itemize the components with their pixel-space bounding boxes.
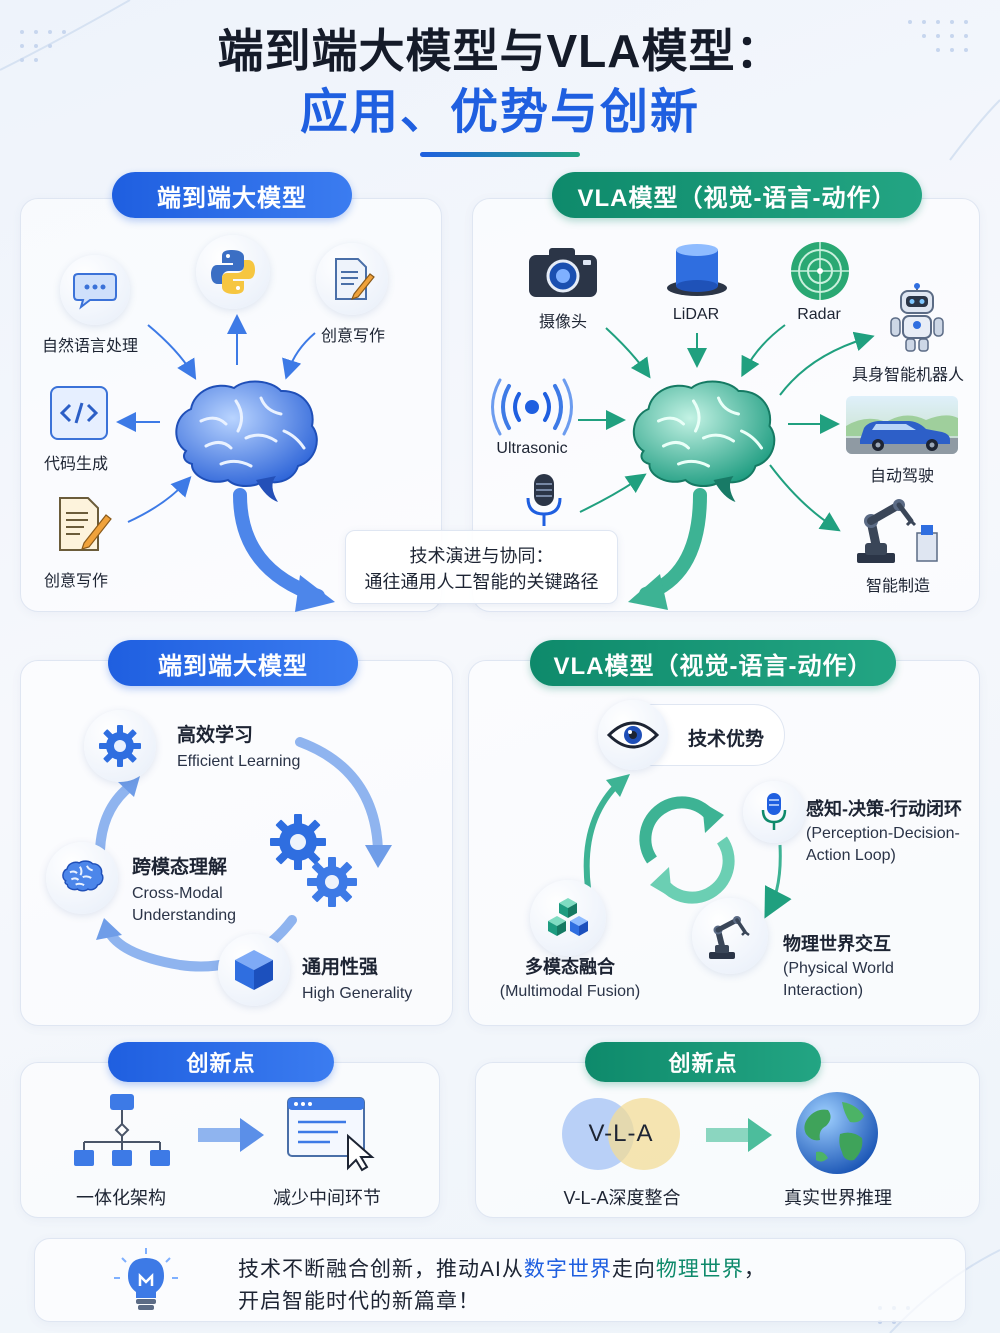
label-embodied-robot: 具身智能机器人	[851, 367, 965, 384]
gear-icon	[84, 710, 156, 782]
cubes-icon	[530, 880, 606, 956]
globe-icon	[794, 1090, 880, 1181]
python-logo-icon	[196, 235, 270, 309]
label-autonomous-driving: 自动驾驶	[869, 468, 935, 485]
title-line-2: 应用、优势与创新	[299, 86, 700, 139]
tech-advantage-label: 技术优势	[688, 729, 765, 750]
document-pen-icon	[56, 495, 116, 555]
label-real-world-reasoning: 真实世界推理	[784, 1188, 892, 1208]
code-icon	[50, 386, 108, 440]
header-vla-applications: VLA模型（视觉-语言-动作）	[552, 172, 922, 218]
label-smart-manufacturing: 智能制造	[865, 578, 931, 595]
label-creative-writing-bottom: 创意写作	[44, 573, 109, 590]
label-reduce-intermediate: 减少中间环节	[273, 1188, 381, 1208]
robot-arm-icon	[855, 495, 940, 570]
footer-part-3: ，	[743, 1258, 766, 1281]
physical-interaction-subtitle-1: (Physical World	[783, 960, 894, 977]
advantage-high-generality: 通用性强 High Generality	[302, 952, 412, 1005]
header-e2e-advantages: 端到端大模型	[108, 640, 358, 686]
center-evolution-box: 技术演进与协同： 通往通用人工智能的关键路径	[345, 530, 618, 604]
perception-loop-subtitle-1: (Perception-Decision-	[806, 825, 960, 842]
multimodal-fusion-title: 多模态融合	[524, 957, 615, 977]
header-e2e-innovations: 创新点	[108, 1042, 334, 1082]
title-underline	[420, 152, 580, 157]
brain-icon-green	[622, 376, 780, 511]
window-cursor-icon	[286, 1096, 380, 1177]
camera-icon	[527, 245, 599, 304]
footer-line-2: 开启智能时代的新篇章！	[238, 1290, 480, 1313]
multimodal-fusion-subtitle: (Multimodal Fusion)	[499, 983, 641, 1000]
footer-line-1: 技术不断融合创新，推动AI从数字世界走向物理世界，	[238, 1254, 766, 1286]
robot-arm-icon	[692, 898, 768, 974]
eye-icon	[598, 700, 668, 770]
venn-icon: V-L-A	[560, 1096, 682, 1172]
high-generality-title: 通用性强	[302, 957, 379, 978]
ultrasonic-icon	[491, 378, 573, 441]
advantage-perception-loop: 感知-决策-行动闭环 (Perception-Decision- Action …	[806, 795, 962, 867]
efficient-learning-subtitle: Efficient Learning	[177, 753, 301, 770]
header-vla-innovations: 创新点	[585, 1042, 821, 1082]
label-vla-integration: V-L-A深度整合	[563, 1188, 681, 1208]
microphone-icon	[522, 472, 566, 535]
advantage-efficient-learning: 高效学习 Efficient Learning	[177, 720, 300, 773]
brain-icon-blue	[166, 376, 321, 511]
advantage-multimodal-fusion: 多模态融合 (Multimodal Fusion)	[500, 953, 640, 1003]
label-ultrasonic: Ultrasonic	[496, 440, 568, 457]
car-icon	[846, 396, 958, 454]
label-camera: 摄像头	[538, 314, 588, 331]
innovation-arrow-blue	[198, 1118, 264, 1152]
brain-icon	[46, 842, 118, 914]
high-generality-subtitle: High Generality	[302, 985, 413, 1002]
footer-part-2: 走向	[611, 1258, 656, 1281]
radar-icon	[789, 240, 851, 307]
cross-modal-title: 跨模态理解	[132, 857, 228, 878]
advantage-physical-interaction: 物理世界交互 (Physical World Interaction)	[783, 930, 894, 1002]
label-nlp: 自然语言处理	[42, 338, 139, 355]
microphone-icon	[743, 781, 805, 843]
perception-loop-subtitle-2: Action Loop)	[806, 847, 896, 864]
robot-icon	[885, 283, 949, 358]
physical-interaction-title: 物理世界交互	[783, 934, 891, 954]
footer-banner	[34, 1238, 966, 1322]
physical-interaction-subtitle-2: Interaction)	[783, 982, 864, 999]
document-pen-icon	[316, 243, 388, 315]
cube-icon	[218, 934, 290, 1006]
label-lidar: LiDAR	[672, 306, 720, 323]
page-title: 端到端大模型与VLA模型： 应用、优势与创新	[0, 22, 1000, 144]
footer-highlight-physical: 物理世界	[655, 1258, 744, 1281]
innovation-arrow-green	[706, 1118, 772, 1152]
header-e2e-applications: 端到端大模型	[112, 172, 352, 218]
label-code-generation: 代码生成	[44, 456, 109, 473]
footer-text: 技术不断融合创新，推动AI从数字世界走向物理世界， 开启智能时代的新篇章！	[238, 1254, 766, 1318]
hierarchy-icon	[72, 1092, 172, 1173]
efficient-learning-title: 高效学习	[177, 725, 254, 746]
chat-bubble-icon	[60, 255, 130, 325]
lidar-icon	[664, 240, 730, 303]
title-line-1: 端到端大模型与VLA模型：	[217, 25, 783, 77]
footer-highlight-digital: 数字世界	[523, 1258, 612, 1281]
label-creative-writing-top: 创意写作	[321, 328, 386, 345]
label-unified-architecture: 一体化架构	[76, 1188, 166, 1208]
cross-modal-subtitle-1: Cross-Modal	[132, 885, 223, 902]
header-vla-advantages: VLA模型（视觉-语言-动作）	[530, 640, 896, 686]
gears-icon	[268, 810, 360, 915]
label-radar: Radar	[797, 306, 841, 323]
advantage-cross-modal: 跨模态理解 Cross-Modal Understanding	[132, 852, 236, 927]
center-box-line-1: 技术演进与协同：	[409, 546, 554, 566]
perception-loop-title: 感知-决策-行动闭环	[806, 799, 962, 819]
venn-text: V-L-A	[588, 1120, 654, 1147]
cross-modal-subtitle-2: Understanding	[132, 907, 237, 924]
footer-part-1: 技术不断融合创新，推动AI从	[238, 1258, 524, 1281]
center-box-line-2: 通往通用人工智能的关键路径	[364, 572, 599, 592]
lightbulb-icon	[112, 1246, 180, 1319]
